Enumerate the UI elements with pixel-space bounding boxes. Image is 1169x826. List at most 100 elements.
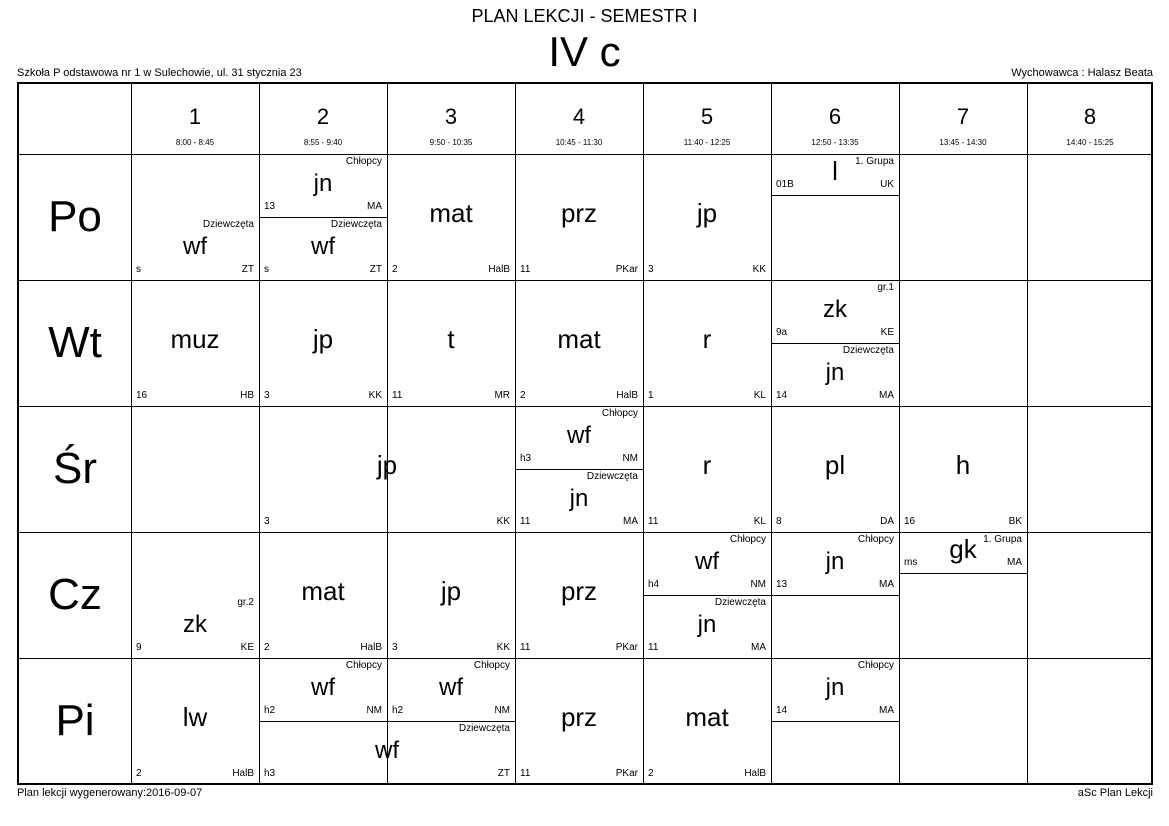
lesson-room: 11 <box>648 516 659 527</box>
class-name: IV c <box>548 28 621 75</box>
lesson-subject: wf <box>311 674 335 701</box>
lesson-subject: wf <box>695 548 719 575</box>
row-divider <box>19 658 1151 659</box>
period-number: 8 <box>1083 104 1097 129</box>
lesson-subject: mat <box>301 576 345 606</box>
lesson-teacher: MA <box>751 642 766 653</box>
lesson-teacher: MA <box>1007 557 1022 568</box>
lesson-subject: wf <box>183 233 207 260</box>
lesson-teacher: ZT <box>497 768 510 779</box>
lesson-group: Chłopcy <box>601 408 638 419</box>
row-divider <box>19 154 1151 155</box>
lesson-subject: l <box>832 156 838 186</box>
lesson-group: Chłopcy <box>729 534 766 545</box>
period-time: 11:40 - 12:25 <box>683 138 731 147</box>
period-time: 12:50 - 13:35 <box>811 138 859 147</box>
lesson-room: 16 <box>136 390 148 401</box>
lesson-subject: jp <box>312 324 334 354</box>
lesson-teacher: KE <box>880 327 894 338</box>
lesson-teacher: HalB <box>360 642 382 653</box>
lesson-teacher: MA <box>879 390 894 401</box>
lesson-group: Chłopcy <box>345 156 382 167</box>
lesson-room: h2 <box>392 705 404 716</box>
lesson-subject: mat <box>429 198 473 228</box>
period-time: 8:55 - 9:40 <box>303 138 343 147</box>
lesson-group: 1. Grupa <box>855 156 894 167</box>
lesson-room: 11 <box>392 390 403 401</box>
lesson-group: Dziewczęta <box>330 219 382 230</box>
column-divider <box>643 84 644 783</box>
lesson-room: 11 <box>520 642 531 653</box>
lesson-teacher: PKar <box>615 642 638 653</box>
lesson-subject: mat <box>685 702 729 732</box>
lesson-teacher: ZT <box>241 264 254 275</box>
lesson-room: 9 <box>136 642 142 653</box>
lesson-teacher: KL <box>753 390 766 401</box>
lesson-subject: h <box>955 450 971 480</box>
lesson-teacher: HalB <box>488 264 510 275</box>
lesson-group: Chłopcy <box>857 660 894 671</box>
lesson-room: 2 <box>264 642 270 653</box>
lesson-room: 3 <box>264 516 270 527</box>
lesson-teacher: MA <box>879 705 894 716</box>
lesson-room: h3 <box>264 768 276 779</box>
lesson-group: 1. Grupa <box>983 534 1022 545</box>
lesson-teacher: KK <box>496 516 510 527</box>
lesson-room: 3 <box>648 264 654 275</box>
lesson-room: 11 <box>648 642 659 653</box>
period-time: 13:45 - 14:30 <box>939 138 987 147</box>
row-divider <box>19 532 1151 533</box>
lesson-teacher: NM <box>750 579 766 590</box>
lesson-teacher: MA <box>879 579 894 590</box>
lesson-teacher: HalB <box>744 768 766 779</box>
lesson-group: gr.2 <box>237 597 254 608</box>
lesson-cell[interactable]: jp 3 KK <box>259 406 515 532</box>
lesson-room: 14 <box>776 390 788 401</box>
lesson-room: 8 <box>776 516 782 527</box>
lesson-cell[interactable]: mat 2 HalB <box>259 532 387 658</box>
lesson-teacher: ZT <box>369 264 382 275</box>
day-label: Po <box>48 192 102 241</box>
lesson-teacher: DA <box>880 516 894 527</box>
lesson-subject: t <box>447 324 455 354</box>
lesson-group: Dziewczęta <box>458 723 510 734</box>
lesson-group: Chłopcy <box>857 534 894 545</box>
lesson-subject: muz <box>170 324 220 354</box>
lesson-subject: jp <box>376 450 398 480</box>
homeroom-teacher: Wychowawca : Halasz Beata <box>1011 67 1153 79</box>
